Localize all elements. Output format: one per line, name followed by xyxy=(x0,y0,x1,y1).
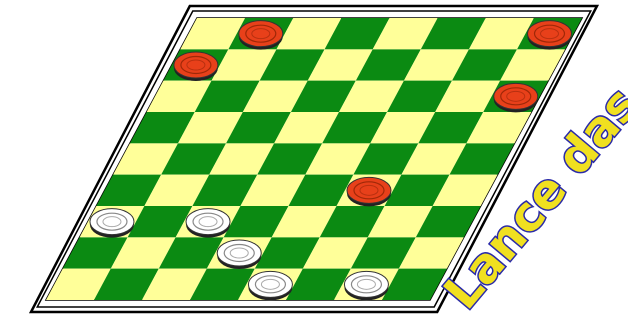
white-piece[interactable] xyxy=(248,271,292,300)
red-piece[interactable] xyxy=(174,52,218,81)
white-piece[interactable] xyxy=(186,209,230,238)
white-piece[interactable] xyxy=(90,209,134,238)
white-piece[interactable] xyxy=(344,271,388,300)
white-piece[interactable] xyxy=(217,240,261,269)
red-piece[interactable] xyxy=(347,177,391,206)
red-piece[interactable] xyxy=(494,83,538,112)
red-piece[interactable] xyxy=(239,21,283,50)
red-piece[interactable] xyxy=(527,21,571,50)
